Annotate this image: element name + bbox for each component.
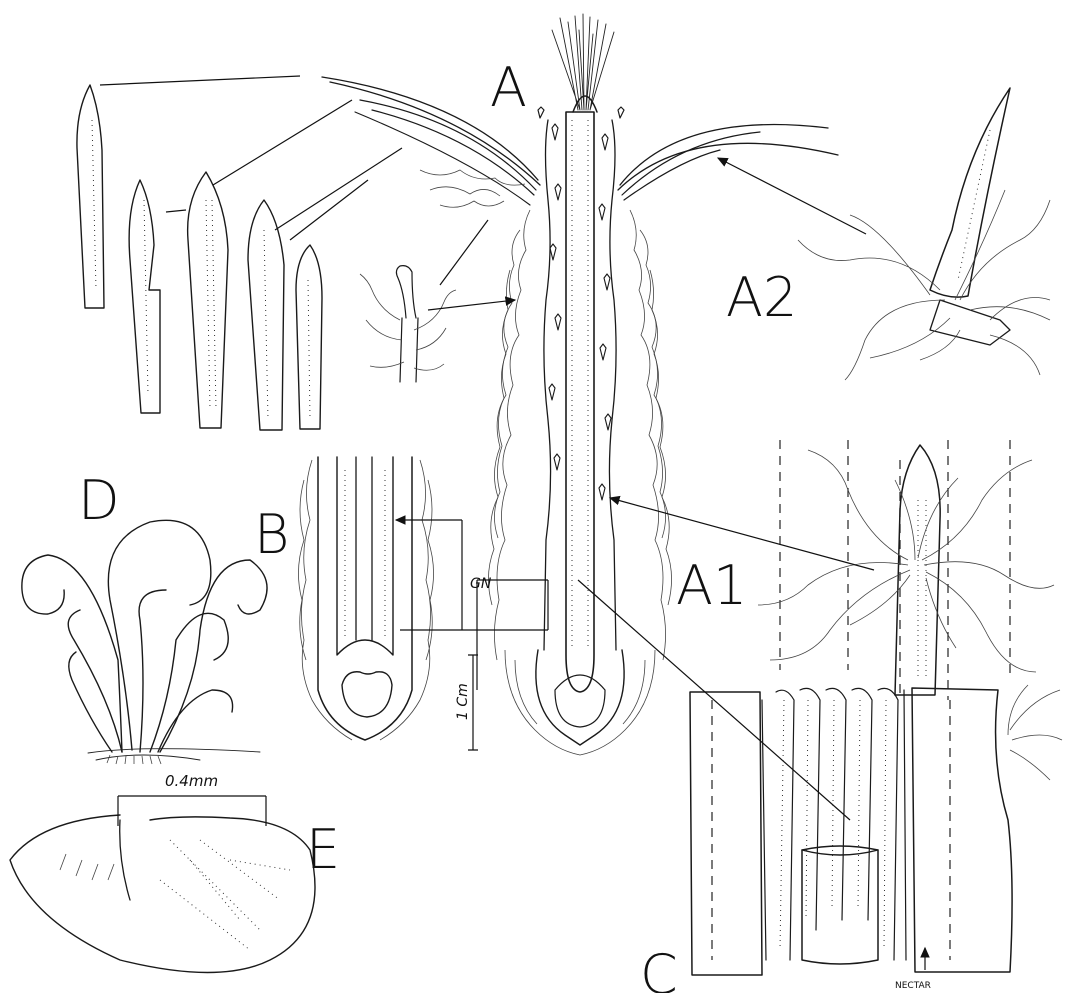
floret-detail (360, 220, 515, 382)
scale-mm-label: 0.4mm (165, 772, 218, 790)
floret-columns (762, 688, 906, 960)
figure-a-inflorescence (322, 14, 838, 755)
nectar-label: NECTAR (895, 981, 931, 991)
bracts-right (618, 125, 838, 200)
label-a: A (490, 56, 527, 119)
label-b: B (254, 503, 289, 566)
label-a2: A2 (726, 266, 797, 329)
figure-a2 (718, 88, 1050, 380)
label-c: C (640, 943, 678, 993)
label-a1: A1 (676, 554, 747, 617)
label-d: D (78, 469, 120, 532)
figure-e (10, 796, 315, 973)
stigma-tuft (552, 14, 614, 112)
figure-c (578, 580, 1062, 975)
figure-b (298, 457, 548, 750)
gn-label: GN (470, 576, 492, 592)
bract-cutouts (77, 76, 402, 430)
florets (538, 107, 624, 650)
scale-cm-label: 1 Cm (455, 683, 471, 720)
figure-d (22, 520, 267, 764)
label-e: E (306, 818, 340, 881)
